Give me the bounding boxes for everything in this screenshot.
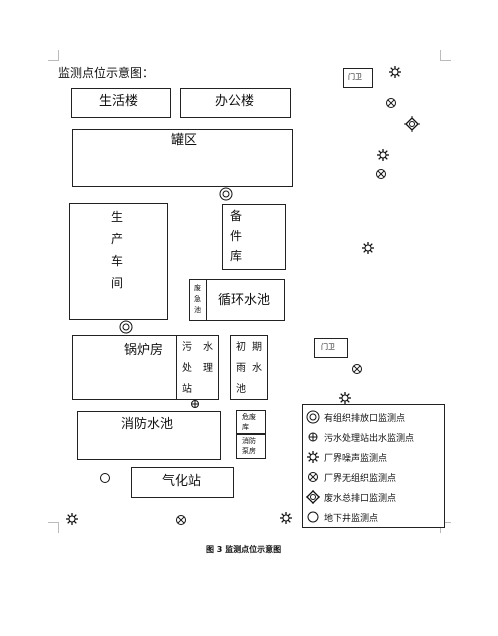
fire-water-pool-label: 消防水池 — [121, 417, 174, 432]
living-building-label: 生活楼 — [99, 94, 139, 109]
diagram-title: 监测点位示意图： — [58, 66, 155, 80]
sewage-char-3: 处 — [182, 363, 192, 374]
rainwater-char-5: 池 — [236, 384, 246, 395]
emergency-pool-char-2: 急 — [194, 295, 201, 303]
legend-label-3: 厂界噪声监测点 — [324, 453, 388, 464]
noise-point-3 — [361, 241, 375, 255]
boundary-point-3 — [352, 364, 362, 374]
legend-row-2: 污水处理站出水监测点 — [306, 430, 414, 444]
sewage-char-2: 水 — [203, 342, 213, 353]
tank-area: 罐区 — [72, 129, 293, 187]
living-building: 生活楼 — [71, 88, 171, 118]
emergency-pool-char-1: 废 — [194, 284, 201, 292]
gasification-station-label: 气化站 — [162, 474, 202, 489]
boundary-point-4 — [176, 515, 186, 525]
production-workshop-char-3: 车 — [110, 254, 123, 268]
legend-label-2: 污水处理站出水监测点 — [324, 433, 415, 444]
fire-pump-room: 消防 泵房 — [236, 434, 266, 459]
gatehouse-mid-label: 门卫 — [321, 343, 335, 351]
legend-row-1: 有组织排放口监测点 — [306, 410, 405, 424]
noise-point-6 — [279, 511, 293, 525]
production-workshop: 生 产 车 间 — [69, 203, 168, 320]
spare-parts-char-2: 件 — [229, 229, 242, 243]
crop-mark-top-left — [48, 50, 59, 61]
rainwater-char-2: 期 — [252, 342, 262, 353]
emission-point-2 — [119, 320, 133, 334]
sewage-station: 污 水 处 理 站 — [176, 335, 219, 400]
gatehouse-top-label: 门卫 — [348, 73, 362, 81]
boiler-house: 锅炉房 — [72, 335, 178, 400]
groundwater-well-point — [100, 473, 110, 483]
boundary-point-2 — [376, 169, 386, 179]
circulating-pool: 循环水池 — [206, 279, 285, 321]
legend-row-6: 地下井监测点 — [306, 510, 378, 524]
legend-label-6: 地下井监测点 — [324, 513, 379, 524]
spare-parts-char-1: 备 — [229, 209, 242, 223]
rainwater-pool: 初 期 雨 水 池 — [230, 335, 268, 400]
fire-pump-line-2: 泵房 — [242, 447, 256, 455]
crop-mark-top-right — [440, 50, 451, 61]
sewage-outlet-point — [191, 400, 199, 408]
emergency-pool-char-3: 池 — [194, 306, 201, 314]
legend: 有组织排放口监测点 污水处理站出水监测点 厂界噪声监测点 厂界无组织监测点 废水… — [302, 404, 445, 528]
hazardous-waste-line-1: 危废 — [242, 413, 256, 421]
figure-caption: 图 3 监测点位示意图 — [206, 545, 282, 554]
noise-point-2 — [376, 148, 390, 162]
legend-row-5: 废水总排口监测点 — [306, 490, 396, 504]
hazardous-waste-store: 危废 库 — [236, 410, 266, 434]
legend-row-3: 厂界噪声监测点 — [306, 450, 387, 464]
fire-water-pool: 消防水池 — [77, 411, 221, 460]
legend-row-4: 厂界无组织监测点 — [306, 470, 396, 484]
circle-plus-icon — [308, 432, 318, 442]
boundary-point-1 — [386, 98, 396, 108]
production-workshop-char-1: 生 — [110, 210, 123, 224]
spare-parts-char-3: 库 — [229, 249, 242, 263]
sewage-char-4: 理 — [203, 363, 213, 374]
tank-area-label: 罐区 — [171, 133, 198, 148]
crop-mark-bottom-left — [48, 522, 59, 533]
gatehouse-mid: 门卫 — [314, 338, 348, 358]
gasification-station: 气化站 — [131, 467, 234, 498]
boiler-house-label: 锅炉房 — [124, 343, 164, 358]
double-circle-icon — [306, 410, 320, 424]
emission-point-1 — [219, 187, 233, 201]
fire-pump-line-1: 消防 — [242, 437, 256, 445]
legend-label-5: 废水总排口监测点 — [324, 493, 397, 504]
hazardous-waste-line-2: 库 — [242, 423, 249, 431]
production-workshop-char-2: 产 — [110, 232, 123, 246]
rainwater-char-3: 雨 — [236, 363, 246, 374]
rainwater-char-1: 初 — [236, 342, 246, 353]
noise-point-1 — [388, 65, 402, 79]
circulating-pool-label: 循环水池 — [218, 293, 271, 308]
noise-point-5 — [65, 512, 79, 526]
office-building: 办公楼 — [180, 88, 291, 118]
production-workshop-char-4: 间 — [110, 276, 123, 290]
legend-label-4: 厂界无组织监测点 — [324, 473, 397, 484]
office-building-label: 办公楼 — [215, 94, 255, 109]
legend-label-1: 有组织排放口监测点 — [324, 413, 406, 424]
circle-icon — [307, 511, 319, 523]
rainwater-char-4: 水 — [252, 363, 262, 374]
spare-parts-store: 备 件 库 — [222, 204, 286, 270]
sewage-char-5: 站 — [182, 384, 192, 395]
wastewater-outlet-point — [403, 115, 421, 133]
gatehouse-top: 门卫 — [343, 68, 373, 88]
noise-point-4 — [338, 391, 352, 405]
sewage-char-1: 污 — [182, 342, 192, 353]
